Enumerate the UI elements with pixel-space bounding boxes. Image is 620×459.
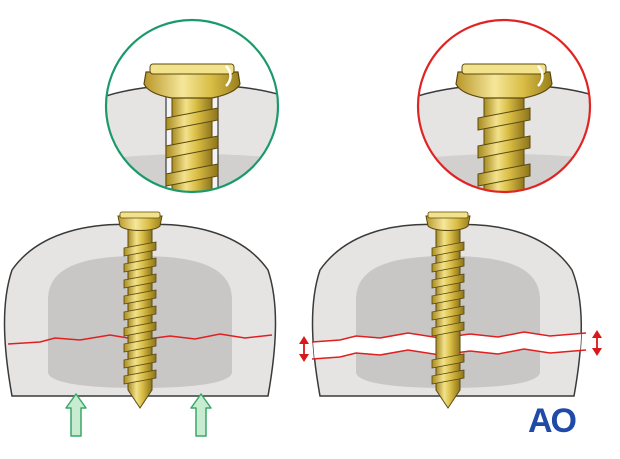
ao-logo: AO	[528, 402, 577, 440]
arrow-up-icon	[190, 393, 212, 437]
left-screw	[117, 211, 163, 409]
gap-arrows	[299, 330, 602, 362]
left-panel	[3, 18, 280, 437]
compression-arrows	[65, 393, 212, 437]
arrow-up-icon	[65, 393, 87, 437]
red-inset-ring	[416, 18, 592, 194]
green-inset-ring	[104, 18, 280, 194]
right-screw	[425, 211, 471, 409]
right-panel: AO	[299, 18, 602, 440]
left-inset	[104, 18, 280, 194]
double-arrow-icon	[592, 330, 602, 356]
right-inset	[416, 18, 592, 194]
double-arrow-icon	[299, 336, 309, 362]
